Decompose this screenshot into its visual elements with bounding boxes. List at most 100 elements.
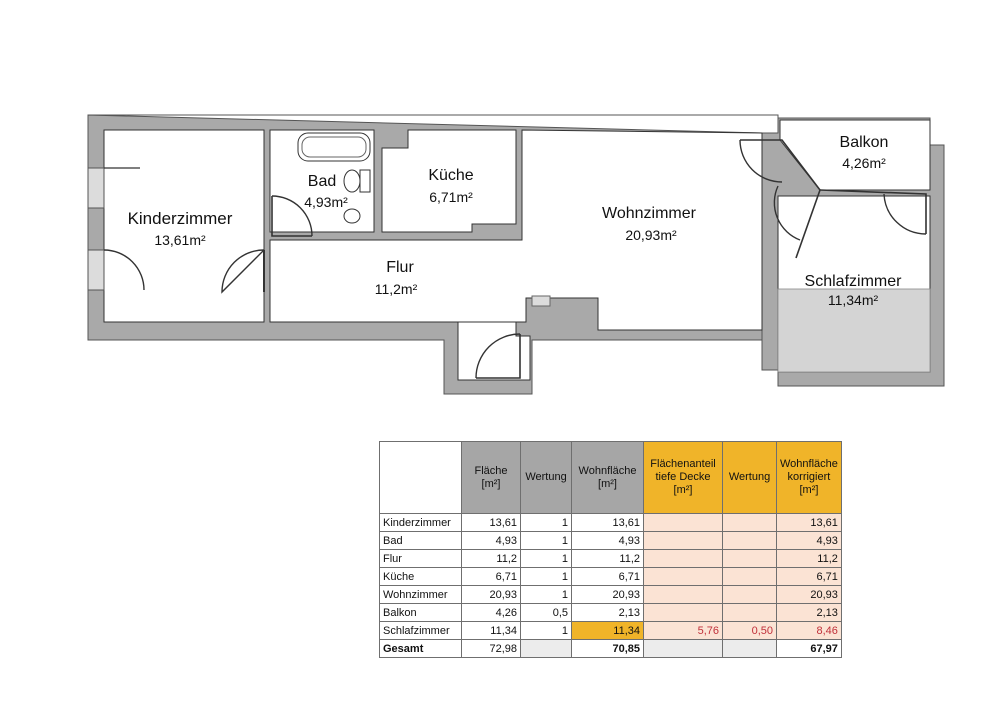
cell-korrigiert: 4,93 bbox=[776, 531, 842, 550]
cell-anteil bbox=[643, 549, 723, 568]
header-anteil: Flächenanteil tiefe Decke [m²] bbox=[643, 441, 723, 514]
table-row: Bad 4,93 1 4,93 4,93 bbox=[379, 531, 842, 550]
toilet-bowl bbox=[343, 169, 361, 193]
label-bad: Bad bbox=[308, 173, 336, 190]
cell-korrigiert: 20,93 bbox=[776, 585, 842, 604]
cell-wohnflaeche: 6,71 bbox=[571, 567, 644, 586]
cell-total-korrigiert: 67,97 bbox=[776, 639, 842, 658]
cell-wertung2 bbox=[722, 513, 777, 532]
cell-wertung2 bbox=[722, 567, 777, 586]
window-left-2 bbox=[87, 249, 105, 291]
header-wertung2: Wertung bbox=[722, 441, 777, 514]
cell-anteil: 5,76 bbox=[643, 621, 723, 640]
cell-wertung: 1 bbox=[520, 531, 572, 550]
cell-flaeche: 4,93 bbox=[461, 531, 521, 550]
header-blank bbox=[379, 441, 462, 514]
cell-name: Küche bbox=[379, 567, 462, 586]
label-wohnzimmer: Wohnzimmer bbox=[602, 205, 697, 222]
door-schlaf bbox=[773, 185, 801, 241]
header-wohnflaeche: Wohnfläche [m²] bbox=[571, 441, 644, 514]
cell-wertung2 bbox=[722, 585, 777, 604]
door-balkon bbox=[739, 139, 783, 183]
header-wertung: Wertung bbox=[520, 441, 572, 514]
cell-korrigiert: 8,46 bbox=[776, 621, 842, 640]
cell-name: Balkon bbox=[379, 603, 462, 622]
label-schlafzimmer: Schlafzimmer bbox=[805, 273, 903, 290]
door-window-kinder bbox=[103, 249, 145, 291]
cell-wohnflaeche: 13,61 bbox=[571, 513, 644, 532]
area-flur: 11,2m² bbox=[375, 281, 418, 297]
cell-wertung2: 0,50 bbox=[722, 621, 777, 640]
door-kinderzimmer bbox=[221, 249, 265, 294]
bathtub bbox=[297, 132, 371, 162]
cell-total-anteil bbox=[643, 639, 723, 658]
interior-flur-living bbox=[269, 129, 763, 331]
cell-wertung: 1 bbox=[520, 513, 572, 532]
cell-wertung: 1 bbox=[520, 549, 572, 568]
door-bad bbox=[271, 195, 313, 237]
table-row: Flur 11,2 1 11,2 11,2 bbox=[379, 549, 842, 568]
label-kinderzimmer: Kinderzimmer bbox=[128, 209, 233, 228]
cell-total-wohnflaeche: 70,85 bbox=[571, 639, 644, 658]
table-total-row: Gesamt 72,98 70,85 67,97 bbox=[379, 639, 842, 658]
cell-flaeche: 20,93 bbox=[461, 585, 521, 604]
cell-flaeche: 13,61 bbox=[461, 513, 521, 532]
door-entry-leaf bbox=[476, 334, 521, 379]
cell-anteil bbox=[643, 585, 723, 604]
area-wohnzimmer: 20,93m² bbox=[625, 227, 677, 243]
cell-anteil bbox=[643, 531, 723, 550]
cell-anteil bbox=[643, 567, 723, 586]
cell-wertung2 bbox=[722, 531, 777, 550]
area-balkon: 4,26m² bbox=[842, 155, 886, 171]
cell-name: Flur bbox=[379, 549, 462, 568]
cell-wohnflaeche: 20,93 bbox=[571, 585, 644, 604]
cell-name: Schlafzimmer bbox=[379, 621, 462, 640]
cell-wertung: 1 bbox=[520, 621, 572, 640]
sink bbox=[343, 208, 361, 224]
interior-balcony bbox=[779, 119, 931, 191]
cell-korrigiert: 2,13 bbox=[776, 603, 842, 622]
interior-kitchen bbox=[381, 129, 517, 233]
area-table: Fläche [m²] Wertung Wohnfläche [m²] Fläc… bbox=[379, 441, 842, 658]
door-balkon-leaf bbox=[740, 139, 821, 191]
label-flur: Flur bbox=[386, 259, 414, 276]
interior-entry bbox=[457, 321, 531, 381]
door-bad-leaf bbox=[271, 196, 312, 237]
cell-name: Kinderzimmer bbox=[379, 513, 462, 532]
cell-wohnflaeche: 11,2 bbox=[571, 549, 644, 568]
cell-name: Bad bbox=[379, 531, 462, 550]
area-kueche: 6,71m² bbox=[429, 189, 473, 205]
label-kueche: Küche bbox=[428, 167, 473, 184]
bathtub-inner bbox=[301, 136, 367, 158]
floor-plan: Kinderzimmer 13,61m² Bad 4,93m² Küche 6,… bbox=[87, 114, 945, 395]
cell-anteil bbox=[643, 513, 723, 532]
cell-wertung: 0,5 bbox=[520, 603, 572, 622]
cell-wohnflaeche: 11,34 bbox=[571, 621, 644, 640]
cell-flaeche: 4,26 bbox=[461, 603, 521, 622]
table-header-row: Fläche [m²] Wertung Wohnfläche [m²] Fläc… bbox=[379, 441, 842, 514]
table-row: Schlafzimmer 11,34 1 11,34 5,76 0,50 8,4… bbox=[379, 621, 842, 640]
header-korrigiert: Wohnfläche korrigiert [m²] bbox=[776, 441, 842, 514]
door-balkon-right bbox=[883, 193, 927, 235]
area-kinderzimmer: 13,61m² bbox=[154, 232, 206, 248]
toilet-tank bbox=[359, 169, 371, 193]
cell-flaeche: 11,34 bbox=[461, 621, 521, 640]
cell-total-name: Gesamt bbox=[379, 639, 462, 658]
table-row: Kinderzimmer 13,61 1 13,61 13,61 bbox=[379, 513, 842, 532]
area-schlafzimmer: 11,34m² bbox=[828, 292, 879, 308]
window-left-1 bbox=[87, 167, 105, 209]
cell-korrigiert: 13,61 bbox=[776, 513, 842, 532]
cell-total-flaeche: 72,98 bbox=[461, 639, 521, 658]
label-balkon: Balkon bbox=[840, 134, 889, 151]
cell-wertung: 1 bbox=[520, 585, 572, 604]
cell-total-wertung2 bbox=[722, 639, 777, 658]
table-row: Küche 6,71 1 6,71 6,71 bbox=[379, 567, 842, 586]
cell-anteil bbox=[643, 603, 723, 622]
area-bad: 4,93m² bbox=[304, 194, 348, 210]
pillar-schlaf bbox=[531, 295, 551, 307]
low-ceiling-zone bbox=[777, 288, 931, 373]
cell-flaeche: 11,2 bbox=[461, 549, 521, 568]
table-row: Balkon 4,26 0,5 2,13 2,13 bbox=[379, 603, 842, 622]
door-schlaf-leaf bbox=[795, 189, 821, 259]
cell-total-wertung bbox=[520, 639, 572, 658]
